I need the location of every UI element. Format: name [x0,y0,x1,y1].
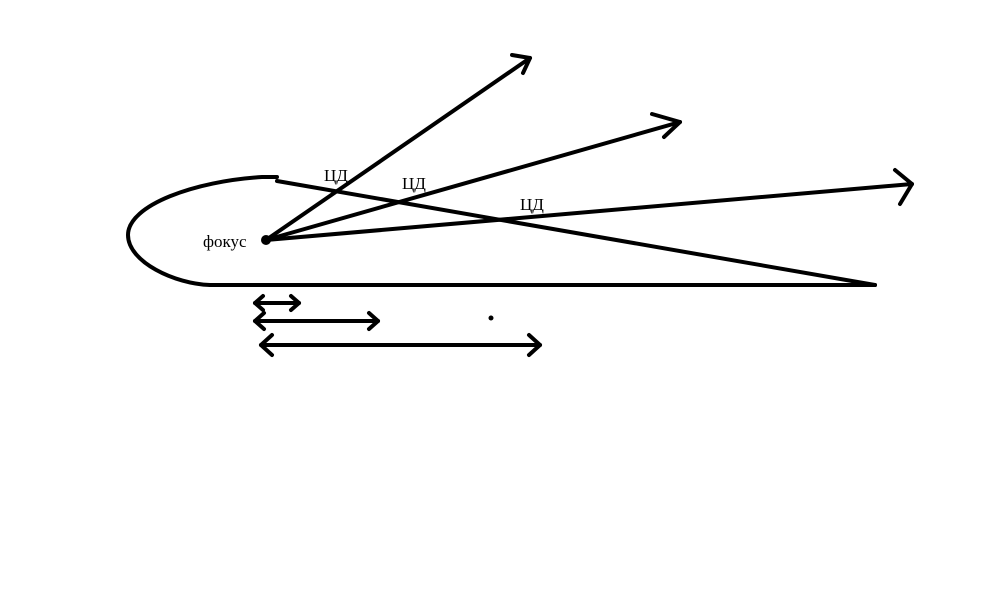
center-of-pressure-label-1: ЦД [324,166,348,185]
focus-label: фокус [203,232,247,251]
force-arrow-3 [264,168,914,242]
force-arrow-2 [264,112,682,242]
distance-arrow-short [253,294,301,312]
force-arrow-1 [264,53,532,242]
small-dot [488,315,494,321]
airfoil-upper-surface [275,179,877,287]
focus-point [261,235,271,245]
airfoil-nose [126,175,279,287]
center-of-pressure-label-2: ЦД [402,174,426,193]
distance-arrow-long [259,333,542,357]
distance-arrow-medium [253,311,380,331]
center-of-pressure-label-3: ЦД [520,195,544,214]
